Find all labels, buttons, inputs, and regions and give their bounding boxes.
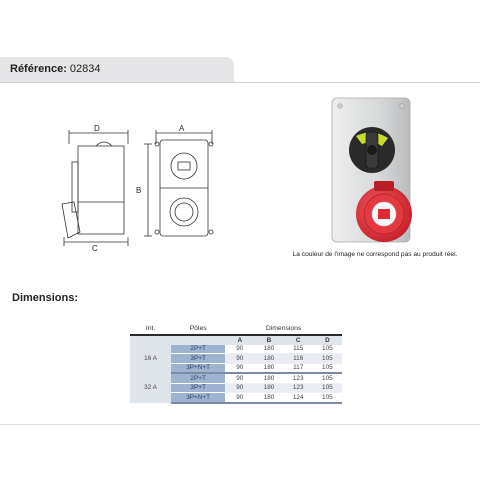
value-c: 124 xyxy=(283,392,313,404)
value-a: 90 xyxy=(225,344,255,354)
table-row: 3P+T 90 180 116 105 xyxy=(130,353,342,364)
int-cell: 16 A xyxy=(130,344,172,373)
poles-cell: 3P+N+T xyxy=(171,363,226,374)
dimensions-title: Dimensions: xyxy=(12,292,79,304)
value-a: 90 xyxy=(225,383,255,393)
value-a: 90 xyxy=(225,373,255,384)
value-b: 180 xyxy=(254,383,284,393)
value-a: 90 xyxy=(225,353,255,364)
poles-cell: 3P+T xyxy=(171,353,226,364)
value-c: 117 xyxy=(283,363,313,374)
value-d: 105 xyxy=(312,344,342,354)
header-c: C xyxy=(283,335,313,345)
poles-cell: 2P+T xyxy=(171,344,226,354)
header-int: Int. xyxy=(145,324,156,332)
footer-divider xyxy=(0,424,480,425)
header-b: B xyxy=(254,335,284,345)
label-b: B xyxy=(136,186,141,195)
value-b: 180 xyxy=(254,363,284,374)
side-view-socket xyxy=(61,201,81,239)
product-photo xyxy=(331,97,412,243)
front-view-switch xyxy=(170,152,198,180)
table-row: 32 A 2P+T 90 180 123 105 xyxy=(130,373,342,403)
side-view-body xyxy=(77,145,125,235)
value-d: 105 xyxy=(312,392,342,404)
header-a: A xyxy=(225,335,255,345)
value-d: 105 xyxy=(312,373,342,384)
value-d: 105 xyxy=(312,353,342,364)
table-row: 3P+N+T 90 180 117 105 xyxy=(130,363,342,374)
reference-label: Référence: xyxy=(10,63,67,75)
poles-cell: 3P+T xyxy=(171,383,226,393)
value-d: 105 xyxy=(312,363,342,374)
reference-tab xyxy=(0,57,234,83)
value-c: 116 xyxy=(283,353,313,364)
table-row: 3P+T 90 180 123 105 xyxy=(130,383,342,393)
table-row: 16 A 2P+T 90 180 115 105 xyxy=(130,344,342,373)
value-b: 180 xyxy=(254,344,284,354)
value-c: 115 xyxy=(283,344,313,354)
value-c: 123 xyxy=(283,383,313,393)
header-divider xyxy=(0,82,480,83)
value-b: 180 xyxy=(254,373,284,384)
header-poles: Pôles xyxy=(189,324,207,332)
technical-drawing: D A B C xyxy=(61,124,214,252)
poles-cell: 2P+T xyxy=(171,373,226,384)
header-d: D xyxy=(312,335,342,345)
value-b: 180 xyxy=(254,392,284,404)
value-b: 180 xyxy=(254,353,284,364)
reference-value: 02834 xyxy=(69,63,101,75)
label-a: A xyxy=(179,124,185,133)
reference-line: Référence: 02834 xyxy=(10,63,101,75)
photo-caption: La couleur de l'image ne correspond pas … xyxy=(292,251,458,258)
value-c: 123 xyxy=(283,373,313,384)
value-a: 90 xyxy=(225,363,255,374)
value-d: 105 xyxy=(312,383,342,393)
label-c: C xyxy=(92,244,98,252)
dimensions-table: Int. Pôles Dimensions A B C D 16 A 2P+T … xyxy=(130,322,342,404)
poles-cell: 3P+N+T xyxy=(171,392,226,404)
header-dimensions: Dimensions xyxy=(265,324,302,332)
value-a: 90 xyxy=(225,392,255,404)
front-view-socket xyxy=(169,197,199,227)
label-d: D xyxy=(94,124,100,133)
int-cell: 32 A xyxy=(130,373,172,403)
table-row: 3P+N+T 90 180 124 105 xyxy=(130,392,342,404)
